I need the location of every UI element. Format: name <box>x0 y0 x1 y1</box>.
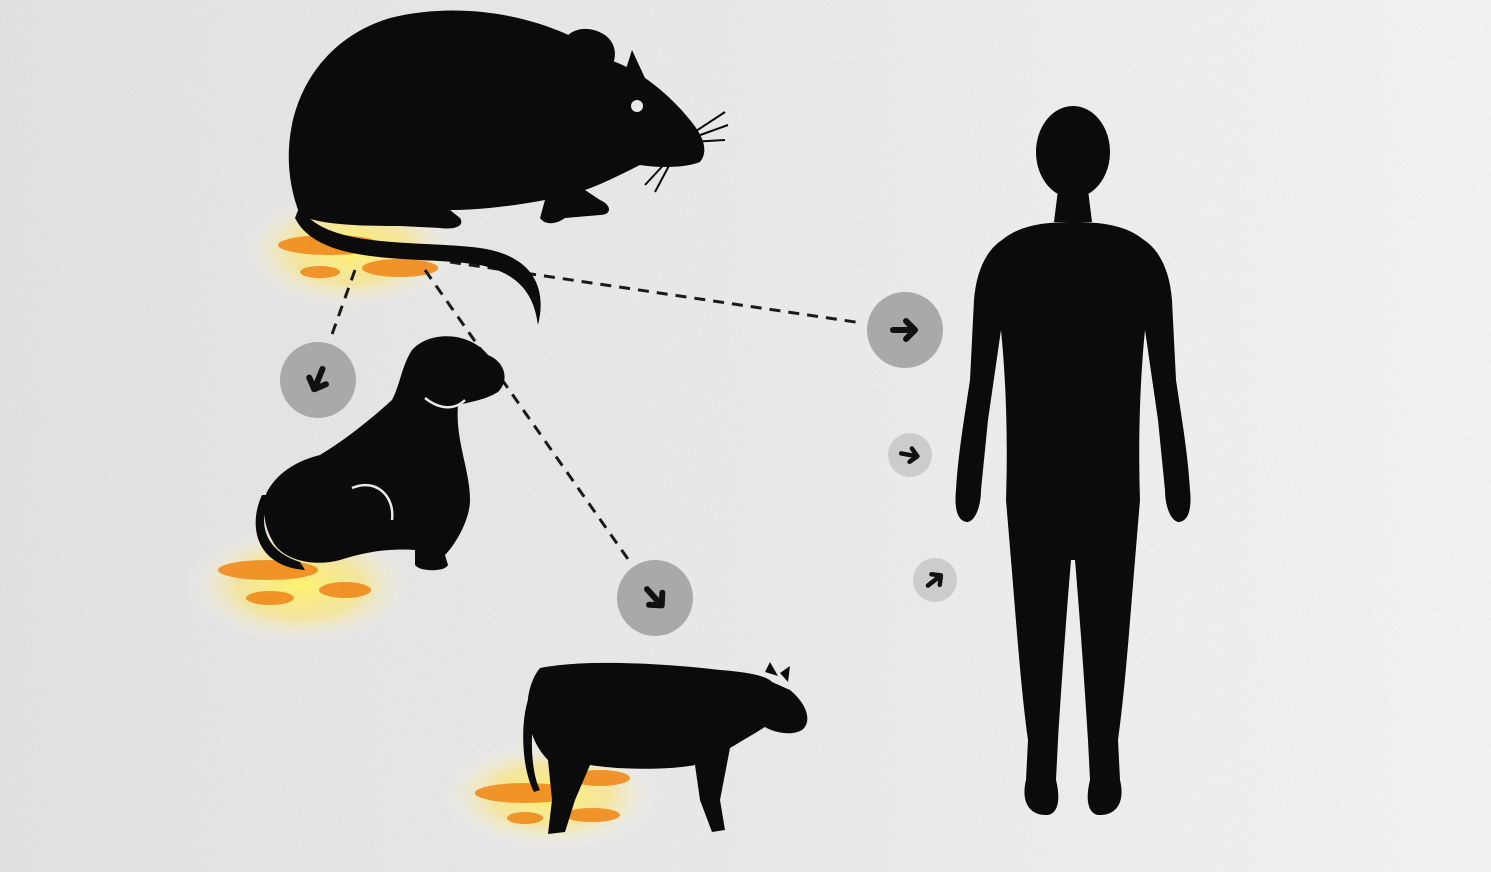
arrow-badge-to-human <box>867 292 943 368</box>
rat-eye <box>631 100 643 112</box>
arrow-badge-to-cow <box>617 560 693 636</box>
arrow-badge-to-dog <box>280 342 356 418</box>
arrow-badge-dog-to-human <box>888 433 932 477</box>
arrow-badge-cow-to-human <box>913 558 957 602</box>
